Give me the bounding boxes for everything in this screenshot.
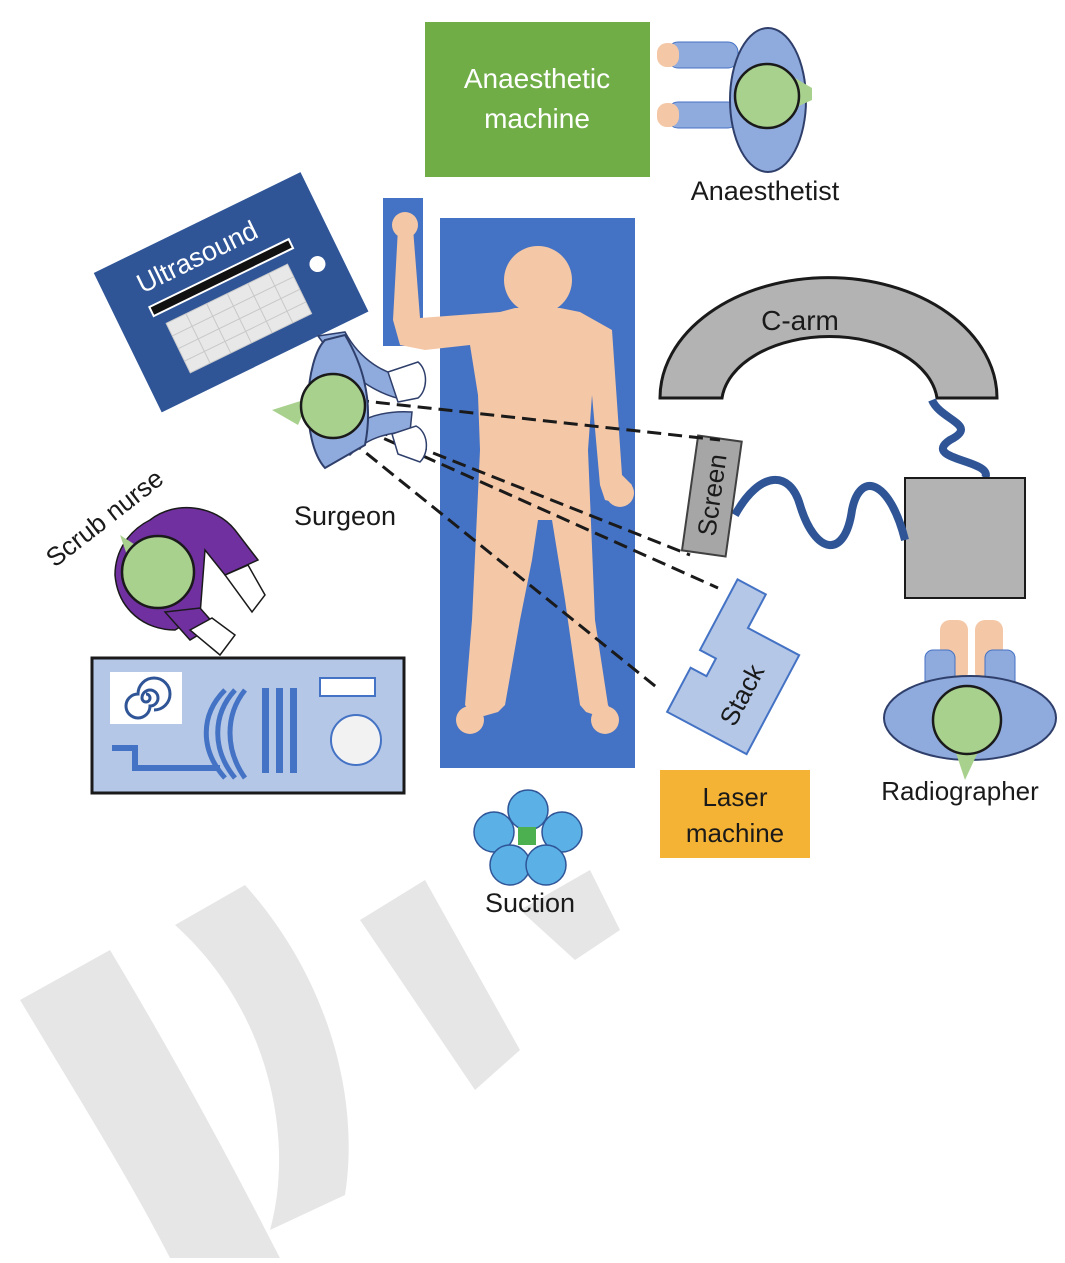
surgeon: Surgeon <box>272 331 428 531</box>
c-arm-control-unit <box>904 477 1026 599</box>
surgeon-label: Surgeon <box>294 501 396 531</box>
laser-label-2: machine <box>686 818 784 848</box>
hand-icon <box>387 361 427 403</box>
patient <box>392 212 634 734</box>
radiographer-head <box>931 684 1003 756</box>
stack: Stack <box>665 578 801 756</box>
watermark <box>20 870 620 1258</box>
anaesthetist: Anaesthetist <box>657 27 840 206</box>
suction <box>473 789 583 886</box>
hand-icon <box>657 43 679 67</box>
laser-machine: Laser machine <box>660 770 810 858</box>
hand-icon <box>391 425 428 463</box>
anaesthetist-head <box>733 62 801 130</box>
hand-icon <box>223 564 266 614</box>
scrub-nurse: Scrub nurse <box>40 463 266 657</box>
hand-icon <box>188 617 237 657</box>
spiral-icon <box>124 676 172 720</box>
knob-icon <box>309 256 326 273</box>
c-arm: C-arm <box>658 276 999 480</box>
screen: Screen <box>680 434 743 558</box>
screen-cable <box>731 475 909 549</box>
c-arm-label: C-arm <box>761 305 839 336</box>
patient-head <box>504 246 572 314</box>
surgeon-head <box>299 372 367 440</box>
suction-label: Suction <box>485 888 575 918</box>
anaesthetist-label: Anaesthetist <box>691 176 840 206</box>
radiographer: Radiographer <box>881 620 1057 806</box>
laser-label-1: Laser <box>702 782 767 812</box>
c-arm-cable <box>928 398 990 480</box>
instrument-trolley <box>90 656 406 795</box>
radiographer-label: Radiographer <box>881 776 1039 806</box>
hand-icon <box>657 103 679 127</box>
anaesthetic-machine-label-1: Anaesthetic <box>464 63 610 94</box>
scrub-nurse-head <box>120 534 196 610</box>
anaesthetic-machine: Anaesthetic machine <box>425 22 650 177</box>
anaesthetic-machine-label-2: machine <box>484 103 590 134</box>
